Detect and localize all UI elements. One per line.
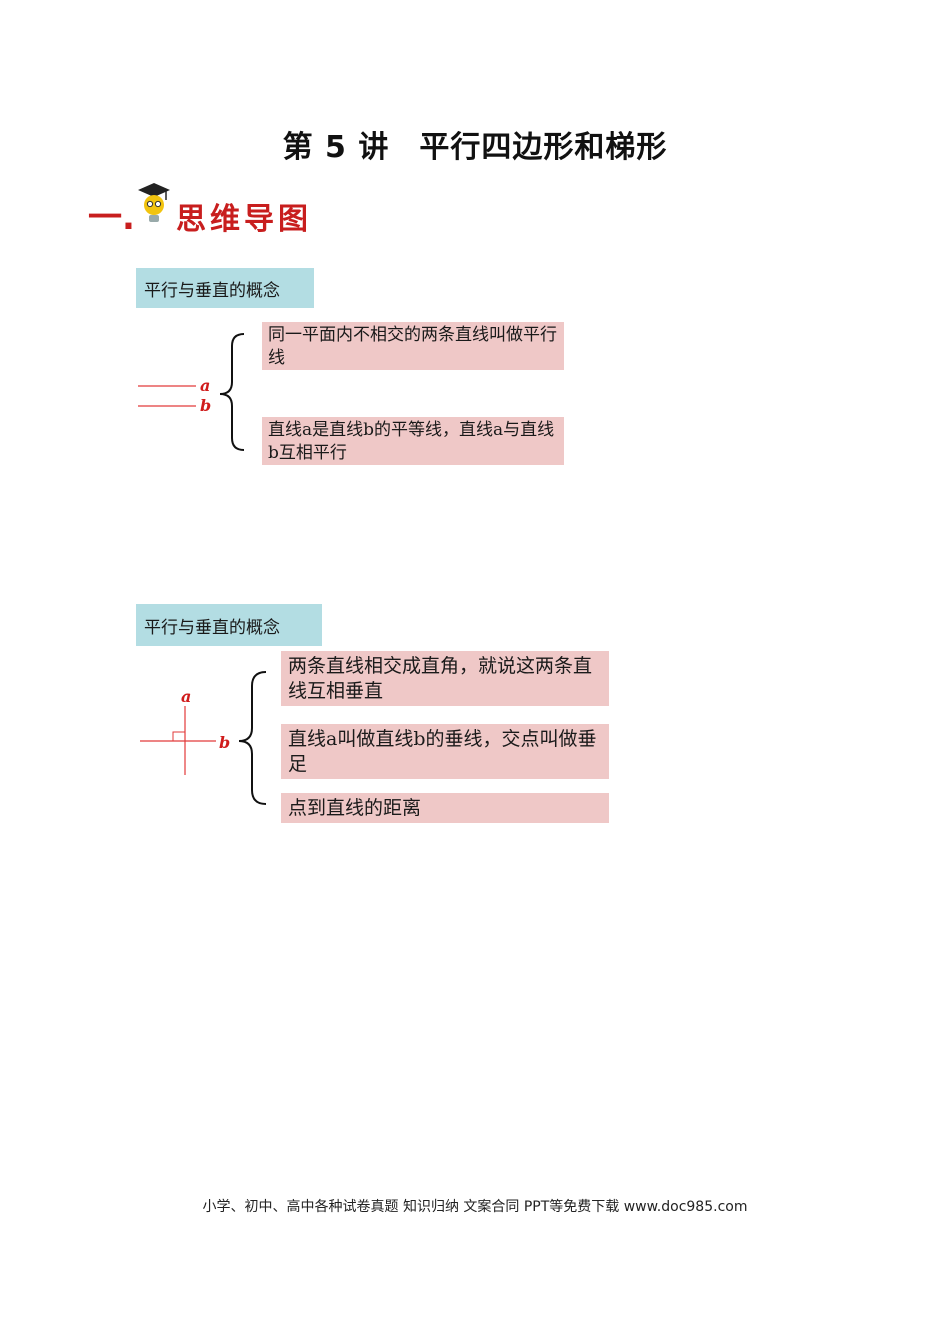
concept-box-parallel: 平行与垂直的概念 (136, 268, 314, 308)
note-parallel-statement: 直线a是直线b的平等线，直线a与直线b互相平行 (262, 417, 564, 465)
note-perpendicular-definition: 两条直线相交成直角，就说这两条直线互相垂直 (281, 651, 609, 706)
lecture-number: 第 5 讲 (282, 130, 390, 165)
lecture-topic: 平行四边形和梯形 (419, 130, 668, 165)
brace-1 (219, 333, 245, 451)
label-a: a (200, 376, 210, 395)
note-perpendicular-foot: 直线a叫做直线b的垂线，交点叫做垂足 (281, 724, 609, 779)
right-angle-mark (172, 731, 185, 741)
label-a-2: a (181, 687, 191, 706)
concept-box-perpendicular: 平行与垂直的概念 (136, 604, 322, 646)
graduate-bulb-icon (138, 183, 170, 222)
footer-text: 小学、初中、高中各种试卷真题 知识归纳 文案合同 PPT等免费下载 www.do… (202, 1199, 748, 1215)
label-b-2: b (219, 733, 230, 752)
note-parallel-definition: 同一平面内不相交的两条直线叫做平行线 (262, 322, 564, 370)
section-number: 一. (88, 198, 135, 238)
brace-2 (238, 671, 267, 805)
section-heading: 一. 思维导图 (88, 180, 318, 240)
section-title: 思维导图 (176, 202, 312, 237)
page-title: 第 5 讲平行四边形和梯形 (0, 122, 950, 166)
label-b: b (200, 396, 211, 415)
note-point-distance: 点到直线的距离 (281, 793, 609, 823)
